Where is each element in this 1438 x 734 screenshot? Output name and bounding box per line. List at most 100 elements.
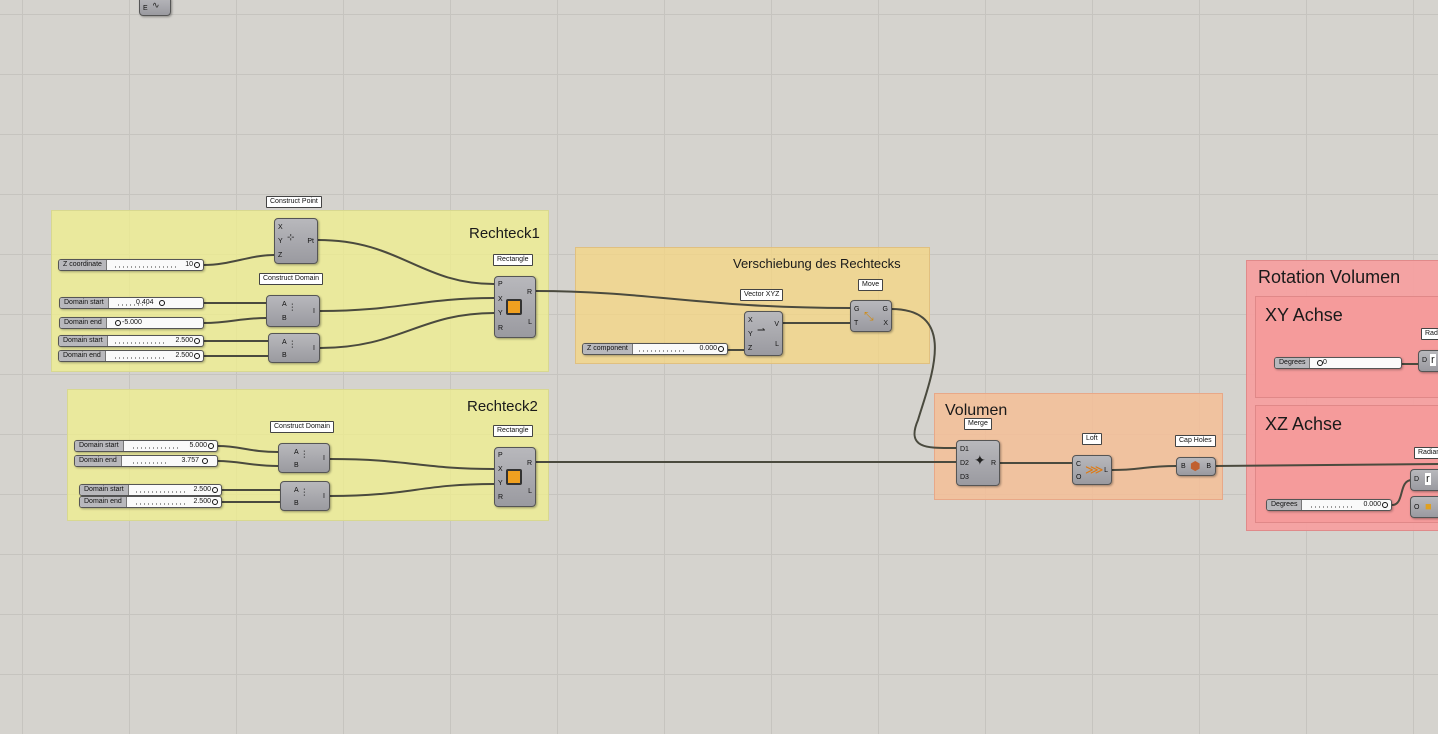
group-title: XY Achse bbox=[1265, 305, 1343, 326]
degrees-slider-xz[interactable]: Degrees 0.000 bbox=[1266, 499, 1392, 511]
construct-domain-component-4[interactable]: A B ⫶ I bbox=[280, 481, 330, 511]
cap-holes-component[interactable]: B ⬢ B bbox=[1176, 457, 1216, 476]
label-rectangle: Rectangle bbox=[493, 425, 533, 437]
partial-component-top[interactable]: E ∿ bbox=[139, 0, 171, 16]
slider-name: Z component bbox=[583, 344, 633, 354]
slider-ticks bbox=[639, 350, 687, 352]
slider-ticks bbox=[133, 447, 181, 449]
slider-knob[interactable] bbox=[212, 499, 218, 505]
slider-name: Z coordinate bbox=[59, 260, 107, 270]
port-label: Pt bbox=[307, 238, 314, 246]
domain-end-slider-3[interactable]: Domain end 3.757 bbox=[74, 455, 218, 467]
port-label: B bbox=[294, 462, 299, 470]
slider-name: Domain end bbox=[60, 318, 107, 328]
port-label: X bbox=[498, 466, 503, 474]
loft-component[interactable]: C O ⋙ L bbox=[1072, 455, 1112, 485]
port-label: I bbox=[313, 308, 315, 316]
port-label: R bbox=[991, 460, 996, 468]
slider-value: -5.000 bbox=[122, 318, 142, 328]
group-title: XZ Achse bbox=[1265, 414, 1342, 435]
construct-domain-component-2[interactable]: A B ⫶ I bbox=[268, 333, 320, 363]
port-label: I bbox=[323, 493, 325, 501]
port-label: X bbox=[278, 224, 283, 232]
merge-component[interactable]: D1 D2 D3 ✦ R bbox=[956, 440, 1000, 486]
radians-component-1[interactable]: D r bbox=[1418, 350, 1438, 372]
port-label: G bbox=[854, 306, 859, 314]
slider-name: Domain start bbox=[80, 485, 129, 495]
port-label: I bbox=[323, 455, 325, 463]
port-label: R bbox=[527, 460, 532, 468]
domain-end-slider-1[interactable]: Domain end -5.000 bbox=[59, 317, 204, 329]
slider-ticks bbox=[115, 342, 167, 344]
vector-xyz-component[interactable]: X Y Z ⇀ V L bbox=[744, 311, 783, 356]
port-label: B bbox=[294, 500, 299, 508]
merge-icon: ✦ bbox=[974, 452, 986, 469]
slider-knob[interactable] bbox=[194, 338, 200, 344]
slider-knob[interactable] bbox=[194, 262, 200, 268]
construct-domain-component-3[interactable]: A B ⫶ I bbox=[278, 443, 330, 473]
radians-icon: r bbox=[1430, 354, 1436, 366]
label-move: Move bbox=[858, 279, 883, 291]
construct-domain-component-1[interactable]: A B ⫶ I bbox=[266, 295, 320, 327]
slider-knob[interactable] bbox=[115, 320, 121, 326]
cap-holes-icon: ⬢ bbox=[1190, 459, 1200, 473]
slider-knob[interactable] bbox=[212, 487, 218, 493]
port-label: A bbox=[294, 487, 299, 495]
slider-knob[interactable] bbox=[159, 300, 165, 306]
slider-name: Domain start bbox=[59, 336, 108, 346]
domain-icon: ⫶ bbox=[291, 340, 294, 351]
port-label: B bbox=[282, 315, 287, 323]
label-rectangle: Rectangle bbox=[493, 254, 533, 266]
port-label: R bbox=[498, 325, 503, 333]
degrees-slider-xy[interactable]: Degrees 0 bbox=[1274, 357, 1402, 369]
port-label: X bbox=[883, 320, 888, 328]
slider-knob[interactable] bbox=[1382, 502, 1388, 508]
slider-knob[interactable] bbox=[718, 346, 724, 352]
port-label: T bbox=[854, 320, 858, 328]
port-label: D bbox=[1414, 476, 1419, 484]
slider-name: Degrees bbox=[1267, 500, 1302, 510]
slider-knob[interactable] bbox=[202, 458, 208, 464]
slider-value: 2.500 bbox=[193, 497, 211, 507]
slider-name: Domain start bbox=[60, 298, 109, 308]
group-xy-achse[interactable]: XY Achse bbox=[1255, 296, 1438, 398]
domain-start-slider-4[interactable]: Domain start 2.500 bbox=[79, 484, 222, 496]
rectangle-icon bbox=[506, 299, 522, 315]
domain-start-slider-2[interactable]: Domain start 2.500 bbox=[58, 335, 204, 347]
port-label: X bbox=[748, 317, 753, 325]
label-construct-domain: Construct Domain bbox=[259, 273, 323, 285]
slider-ticks bbox=[115, 357, 167, 359]
rotate-component-partial[interactable]: O ■ bbox=[1410, 496, 1438, 518]
domain-end-slider-4[interactable]: Domain end 2.500 bbox=[79, 496, 222, 508]
port-label: L bbox=[528, 488, 532, 496]
port-label: L bbox=[775, 341, 779, 349]
port-label: Y bbox=[278, 238, 283, 246]
z-component-slider[interactable]: Z component 0.000 bbox=[582, 343, 728, 355]
slider-name: Domain end bbox=[80, 497, 127, 507]
slider-ticks bbox=[133, 462, 167, 464]
domain-start-slider-3[interactable]: Domain start 5.000 bbox=[74, 440, 218, 452]
vector-icon: ⇀ bbox=[757, 325, 765, 336]
domain-end-slider-2[interactable]: Domain end 2.500 bbox=[58, 350, 204, 362]
slider-value: 0.000 bbox=[699, 344, 717, 354]
slider-knob[interactable] bbox=[208, 443, 214, 449]
rectangle-component-1[interactable]: P X Y R R L bbox=[494, 276, 536, 338]
z-coordinate-slider[interactable]: Z coordinate 10 bbox=[58, 259, 204, 271]
domain-start-slider-1[interactable]: Domain start 0.404 bbox=[59, 297, 204, 309]
port-label: O bbox=[1076, 474, 1081, 482]
port-label: P bbox=[498, 281, 503, 289]
port-label: D3 bbox=[960, 474, 969, 482]
move-component[interactable]: G T ⤡ G X bbox=[850, 300, 892, 332]
port-label: P bbox=[498, 452, 503, 460]
radians-component-2[interactable]: D r bbox=[1410, 469, 1438, 491]
port-label: O bbox=[1414, 504, 1419, 512]
rectangle-component-2[interactable]: P X Y R R L bbox=[494, 447, 536, 507]
port-label: Z bbox=[278, 252, 282, 260]
slider-ticks bbox=[115, 266, 177, 268]
slider-ticks bbox=[136, 491, 185, 493]
port-label: G bbox=[883, 306, 888, 314]
slider-value: 2.500 bbox=[175, 351, 193, 361]
slider-knob[interactable] bbox=[194, 353, 200, 359]
construct-point-component[interactable]: X Y Z ⊹ Pt bbox=[274, 218, 318, 264]
domain-icon: ⫶ bbox=[303, 450, 306, 461]
